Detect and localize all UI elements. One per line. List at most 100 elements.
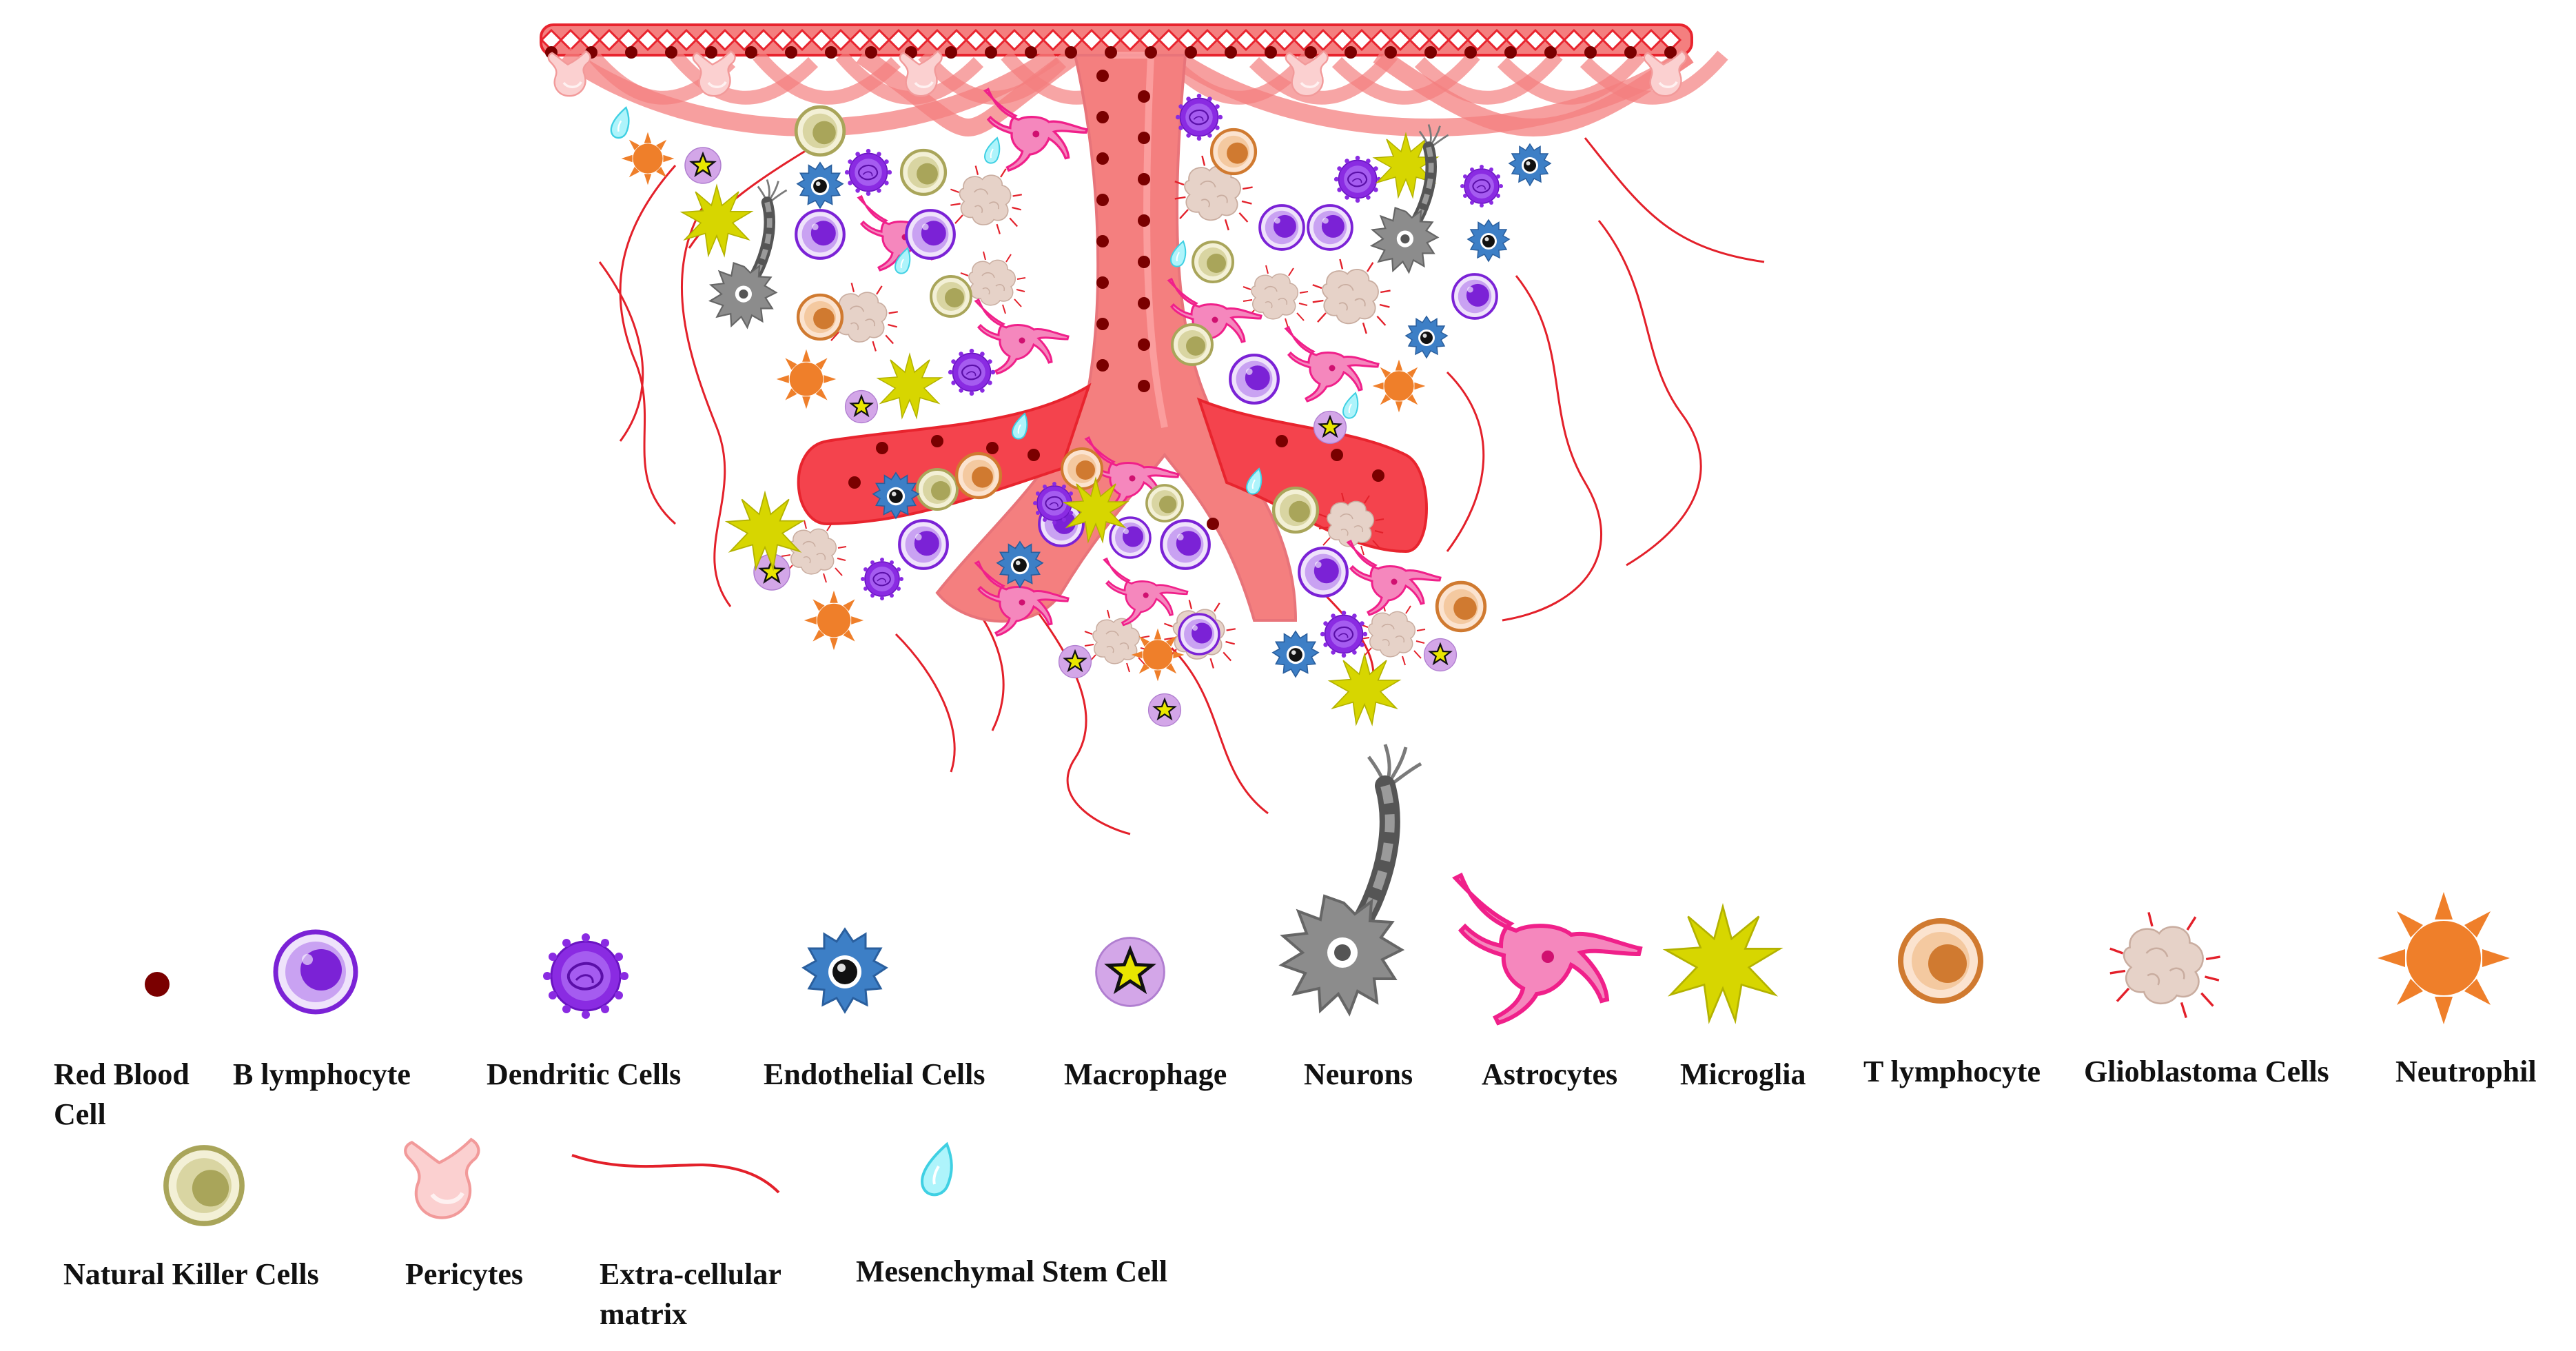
nk-cell — [916, 468, 959, 511]
t-lymphocyte — [798, 295, 842, 339]
red-blood-cell — [1424, 46, 1437, 59]
red-blood-cell — [876, 442, 888, 454]
ecm-icon — [571, 1154, 780, 1194]
microglia — [1329, 653, 1400, 725]
red-blood-cell — [1504, 46, 1517, 59]
red-blood-cell — [1138, 297, 1150, 309]
ecm-fibre — [1170, 647, 1269, 815]
microglia — [877, 354, 942, 418]
mesenchymal-stem-cell — [1342, 392, 1359, 419]
red-blood-cell — [1096, 70, 1109, 82]
endothelial-cell-icon — [802, 928, 888, 1013]
macrophage — [1058, 644, 1092, 679]
red-blood-cell — [1664, 46, 1677, 59]
glioblastoma-cell — [950, 165, 1023, 235]
b-lymphocyte — [796, 210, 844, 258]
microglia-icon — [1664, 905, 1781, 1022]
red-blood-cell — [1225, 46, 1237, 59]
red-blood-cell — [945, 46, 957, 59]
red-blood-cell — [1138, 338, 1150, 351]
ecm-fibre — [1584, 137, 1765, 263]
dendritic-cell — [1319, 609, 1369, 659]
neuron-icon — [1282, 744, 1421, 1013]
red-blood-cell — [1265, 46, 1277, 59]
red-blood-cell — [1096, 111, 1109, 123]
vessel-left-branch — [797, 383, 1092, 526]
legend-label-microglia: Microglia — [1680, 1057, 1806, 1091]
t-lymphocyte — [1212, 130, 1256, 174]
t-lymphocyte — [957, 454, 1001, 498]
red-blood-cell — [785, 46, 797, 59]
t-lymphocyte — [1437, 582, 1485, 631]
red-blood-cell — [848, 476, 861, 489]
red-blood-cell — [1138, 214, 1150, 227]
ecm-fibre — [680, 206, 732, 607]
mesenchymal-stem-cell — [984, 137, 1001, 164]
red-blood-cell — [665, 46, 677, 59]
red-blood-cell — [1025, 46, 1037, 59]
legend-label-macrophage: Macrophage — [1064, 1057, 1227, 1091]
b-lymphocyte-icon — [276, 932, 356, 1012]
nk-cell — [1145, 484, 1184, 522]
b-lymphocyte — [899, 520, 948, 569]
neutrophil — [1131, 628, 1185, 682]
glioblastoma-cell-icon — [2109, 911, 2222, 1019]
red-blood-cell — [1138, 380, 1150, 392]
red-blood-cell — [1384, 46, 1397, 59]
ecm-fibre — [1446, 371, 1485, 552]
dendritic-cell — [860, 557, 904, 601]
blood-vessel — [540, 23, 1728, 623]
red-blood-cell — [1185, 46, 1197, 59]
nk-cell — [1192, 241, 1234, 283]
red-blood-cell — [825, 46, 837, 59]
red-blood-cell — [1276, 435, 1288, 447]
ecm-fibre — [1502, 275, 1603, 622]
macrophage — [1313, 410, 1347, 445]
endothelial-cell — [1405, 316, 1448, 358]
dendritic-cell — [1460, 164, 1504, 208]
red-blood-cell — [1096, 194, 1109, 206]
red-blood-cell — [1345, 46, 1357, 59]
red-blood-cell — [1544, 46, 1557, 59]
endothelial-cell — [1272, 631, 1319, 678]
macrophage — [1147, 693, 1182, 727]
red-blood-cell — [1138, 90, 1150, 103]
t-lymphocyte-icon — [1901, 921, 1981, 1001]
legend — [145, 744, 2510, 1223]
b-lymphocyte — [1161, 520, 1209, 569]
red-blood-cell — [1096, 276, 1109, 289]
red-blood-cell — [745, 46, 757, 59]
legend-label-ecm: Extra-cellular matrix — [600, 1257, 781, 1331]
astrocyte — [1285, 326, 1380, 403]
legend-label-neutrophil: Neutrophil — [2395, 1055, 2537, 1088]
red-blood-cell — [1145, 46, 1157, 59]
nk-cell-icon — [166, 1148, 242, 1223]
legend-label-pericyte: Pericytes — [405, 1257, 523, 1291]
red-blood-cell — [1065, 46, 1077, 59]
red-blood-cell — [986, 442, 999, 454]
astrocyte-icon — [1455, 875, 1640, 1023]
red-blood-cell — [625, 46, 637, 59]
nk-cell — [901, 150, 945, 194]
red-blood-cell — [1096, 235, 1109, 247]
legend-label-glioblastoma: Glioblastoma Cells — [2084, 1055, 2329, 1088]
neuron — [1372, 125, 1449, 273]
red-blood-cell — [1372, 469, 1384, 482]
neutrophil — [776, 349, 837, 409]
nk-cell — [930, 275, 972, 318]
glioblastoma-cell — [1084, 609, 1150, 673]
macrophage — [1423, 638, 1458, 672]
neuron — [711, 180, 787, 328]
mesenchymal-stem-cell-icon — [921, 1143, 953, 1197]
red-blood-cell — [705, 46, 717, 59]
red-blood-cell — [931, 435, 943, 447]
endothelial-cell — [1509, 143, 1551, 186]
mesenchymal-stem-cell — [610, 106, 630, 139]
legend-label-blymph: B lymphocyte — [233, 1057, 411, 1091]
neutrophil — [804, 590, 864, 651]
red-blood-cell — [1331, 449, 1343, 461]
red-blood-cell — [865, 46, 877, 59]
astrocyte — [1103, 558, 1189, 627]
red-blood-cell — [985, 46, 997, 59]
